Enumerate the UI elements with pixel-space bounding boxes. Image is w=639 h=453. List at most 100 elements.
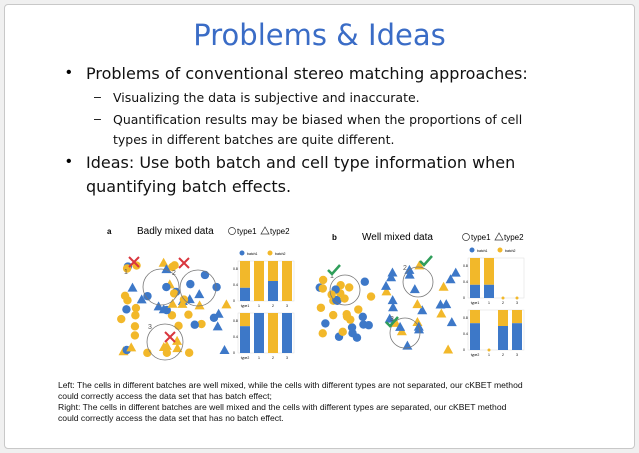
batch2-legend-icon xyxy=(267,250,273,256)
cross-icon xyxy=(178,257,190,269)
check-icon xyxy=(327,264,341,276)
empty-marker xyxy=(487,348,491,352)
legend-type1: type1 xyxy=(471,233,491,242)
axis-tick: type2 xyxy=(241,356,250,360)
type2-point xyxy=(153,301,164,311)
type1-point xyxy=(333,296,342,306)
type1-point xyxy=(321,319,330,328)
type2-point xyxy=(445,274,456,284)
type1-point xyxy=(123,296,132,305)
type1-point xyxy=(167,311,177,320)
caption-line: Right: The cells in different batches ar… xyxy=(58,402,507,412)
dash-icon: – xyxy=(94,112,101,126)
type2-point xyxy=(219,345,230,355)
bar-batch1 xyxy=(254,313,264,353)
type1-point xyxy=(117,314,126,324)
type2-point xyxy=(136,294,147,304)
type1-point xyxy=(328,310,338,320)
cross-icon xyxy=(164,331,176,343)
bar-batch2 xyxy=(240,261,250,288)
caption-line: could correctly access the data set that… xyxy=(58,391,272,401)
type2-point xyxy=(443,344,454,354)
type2-point xyxy=(127,282,138,292)
type2-point xyxy=(384,313,395,323)
type1-point xyxy=(338,327,347,337)
axis-tick: 2 xyxy=(502,353,504,357)
axis-tick: 3 xyxy=(516,301,518,305)
type1-point xyxy=(354,305,363,314)
circle-label: 2 xyxy=(172,270,176,277)
sub-bullet-cont: types in different batches are quite dif… xyxy=(113,132,395,147)
bar-batch2 xyxy=(484,258,494,285)
type2-point xyxy=(438,281,449,291)
type1-point xyxy=(169,289,179,298)
type1-point xyxy=(366,292,376,301)
type2-point xyxy=(172,335,183,345)
bar-batch1 xyxy=(470,284,480,298)
type1-point xyxy=(346,315,355,324)
axis-tick: 1 xyxy=(488,353,490,357)
bar-batch2 xyxy=(498,310,508,326)
panel-label: b xyxy=(332,233,337,242)
type2-point xyxy=(158,257,169,267)
axis-tick: 2 xyxy=(272,304,274,308)
type2-point xyxy=(395,321,406,331)
neighborhood-circle xyxy=(142,268,180,306)
bar-batch2 xyxy=(282,261,292,301)
bar-batch2 xyxy=(268,313,278,353)
axis-tick: 3 xyxy=(516,353,518,357)
type1-point xyxy=(197,319,206,329)
sub-bullet: Visualizing the data is subjective and i… xyxy=(113,90,420,105)
type2-point xyxy=(126,342,137,352)
type1-point xyxy=(360,277,370,286)
y-tick: 0.8 xyxy=(233,319,238,323)
check-icon xyxy=(385,316,399,328)
panel-title: Badly mixed data xyxy=(137,226,214,237)
type1-point xyxy=(316,303,326,312)
type1-legend-icon xyxy=(462,233,470,241)
type2-point xyxy=(409,284,420,294)
type1-point xyxy=(162,282,171,292)
bar-batch1 xyxy=(240,287,250,301)
bullet-ideas-cont: quantifying batch effects. xyxy=(86,177,292,196)
type2-point xyxy=(446,317,457,327)
axis-tick: type1 xyxy=(471,301,480,305)
bullet-icon: • xyxy=(66,153,72,170)
type1-point xyxy=(184,348,194,357)
y-tick: 0.8 xyxy=(463,264,468,268)
type2-point xyxy=(194,300,205,310)
slide-title: Problems & Ideas xyxy=(193,18,446,52)
bar-batch1 xyxy=(282,313,292,353)
type1-point xyxy=(364,321,373,330)
type2-legend-icon xyxy=(494,232,504,241)
type1-point xyxy=(130,322,140,331)
type1-point xyxy=(122,305,131,314)
type2-point xyxy=(390,317,401,327)
legend-batch1: batch1 xyxy=(247,252,258,256)
axis-tick: 2 xyxy=(502,301,504,305)
axis-tick: 3 xyxy=(286,356,288,360)
y-tick: 0 xyxy=(463,296,465,300)
bar-batch1 xyxy=(512,323,522,350)
bar-batch1 xyxy=(498,326,508,350)
type2-point xyxy=(194,289,205,299)
type1-point xyxy=(327,290,336,299)
type2-point xyxy=(435,299,446,309)
panel-title: Well mixed data xyxy=(362,232,433,243)
type1-point xyxy=(174,321,183,331)
y-tick: 0 xyxy=(233,351,235,355)
circle-label: 3 xyxy=(148,324,152,331)
slide xyxy=(4,4,635,449)
type2-point xyxy=(158,304,169,314)
cross-icon xyxy=(128,256,140,268)
caption: Left: The cells in different batches are… xyxy=(58,380,618,424)
axis-tick: 1 xyxy=(488,301,490,305)
type2-point xyxy=(212,321,223,331)
circle-label: 1 xyxy=(124,269,128,276)
type1-legend-icon xyxy=(228,227,236,235)
neighborhood-circle xyxy=(389,317,421,349)
neighborhood-circle xyxy=(402,266,434,298)
legend-batch2: batch2 xyxy=(505,249,516,253)
bar-batch2 xyxy=(512,310,522,324)
type1-point xyxy=(184,310,193,319)
